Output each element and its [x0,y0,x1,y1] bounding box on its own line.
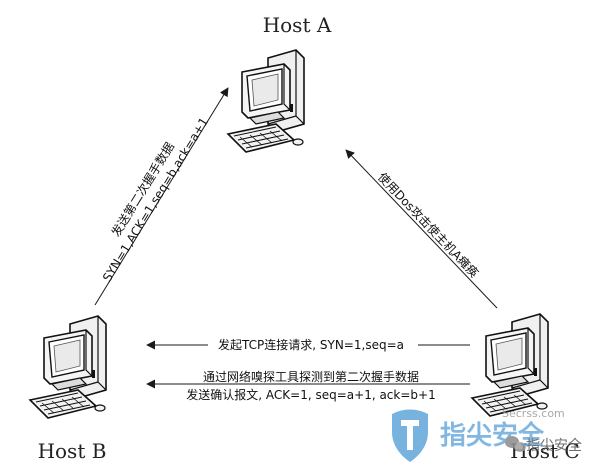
label-c-to-b-syn-bg [208,334,418,352]
label-c-to-b-ack: 发送确认报文, ACK=1, seq=a+1, ack=b+1 [186,387,435,402]
shield-logo-icon [392,409,428,462]
arrow-b-to-a [94,87,229,306]
label-c-to-b-sniff: 通过网络嗅探工具探测到第二次握手数据 [203,369,419,384]
arrow-c-to-a [345,149,498,309]
watermark: Secrss.com 指尖安全 指尖安全 [392,407,582,462]
host-a-computer-icon [227,49,305,153]
host-b-label: Host B [38,439,107,463]
label-c-to-b-syn: 发起TCP连接请求, SYN=1,seq=a [218,337,404,352]
host-b: Host B [29,315,107,463]
watermark-brand: 指尖安全 [440,420,545,451]
host-a: Host A [227,13,332,153]
host-c-computer-icon [471,313,549,417]
host-b-computer-icon [29,315,107,419]
label-c-to-a: 使用Dos攻击使主机A瘫痪 [375,169,482,280]
label-b-to-a-line2: SYN=1,ACK=1,seq=b,ack=a+1 [100,115,211,284]
watermark-account: 指尖安全 [526,437,582,454]
watermark-site: Secrss.com [502,407,565,420]
wechat-icon [505,436,526,452]
host-a-label: Host A [263,13,332,37]
